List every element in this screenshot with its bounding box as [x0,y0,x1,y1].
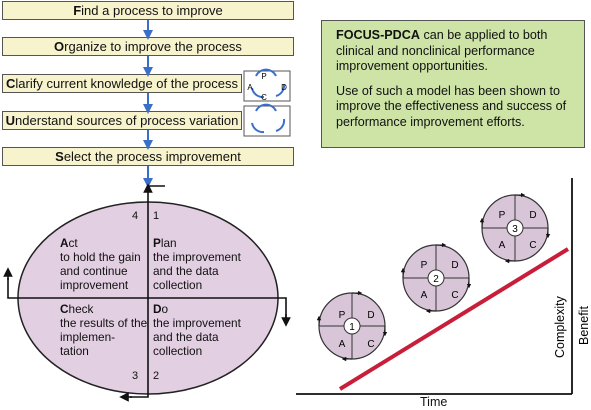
note-bold: FOCUS-PDCA [336,28,420,42]
complexity-label: Complexity [553,295,567,358]
svg-text:C: C [367,339,374,350]
note-p1: can be applied to both clinical and nonc… [336,28,548,73]
svg-text:D: D [367,310,374,321]
svg-text:A: A [499,240,506,251]
quadrant-act: Act to hold the gain and continue improv… [60,236,141,292]
svg-text:P: P [421,260,428,271]
mini-pdca-icon-clarify: P D C A [243,68,291,102]
quadrant-number-2: 2 [153,370,160,382]
mini-cycle-number: 3 [512,224,518,235]
mini-cycle-1: 1 P D C A [316,290,388,362]
step-understand: Understand sources of process variation [2,111,242,130]
svg-text:P: P [339,310,346,321]
svg-text:A: A [339,339,346,350]
svg-text:A: A [247,83,253,92]
step-clarify: Clarify current knowledge of the process [2,74,242,93]
mini-cycle-number: 2 [433,274,439,285]
mini-p: P [261,72,266,81]
quadrant-number-3: 3 [132,370,139,382]
mini-cycle-2: 2 P D C A [400,242,472,314]
trend-line [338,247,570,391]
svg-text:C: C [451,290,458,301]
svg-text:C: C [261,93,267,102]
quadrant-check: Check the results of the implemen- tatio… [60,302,148,358]
step-organize: Organize to improve the process [2,37,294,56]
svg-text:D: D [529,210,536,221]
mini-cycle-number: 1 [349,322,355,333]
cycle-horizontal-axis [7,278,287,318]
svg-text:D: D [451,260,458,271]
cycle-vertical-axis [130,196,149,398]
mini-cycle-3: 3 P D C A [479,192,551,264]
svg-text:P: P [499,210,506,221]
benefit-label: Benefit [577,306,591,345]
step-find: Find a process to improve [2,1,294,20]
quadrant-number-4: 4 [132,210,139,222]
note-p2: Use of such a model has been shown to im… [336,83,567,129]
svg-text:A: A [421,290,428,301]
mini-pdca-icon-understand [243,103,291,137]
svg-text:D: D [281,83,287,92]
time-label: Time [420,395,448,409]
quadrant-number-1: 1 [153,210,160,222]
focus-pdca-note: FOCUS-PDCA can be applied to both clinic… [321,20,585,148]
quadrant-plan: Plan the improvement and the data collec… [153,236,241,292]
quadrant-do: Do the improvement and the data collecti… [153,302,241,358]
svg-text:C: C [529,240,536,251]
